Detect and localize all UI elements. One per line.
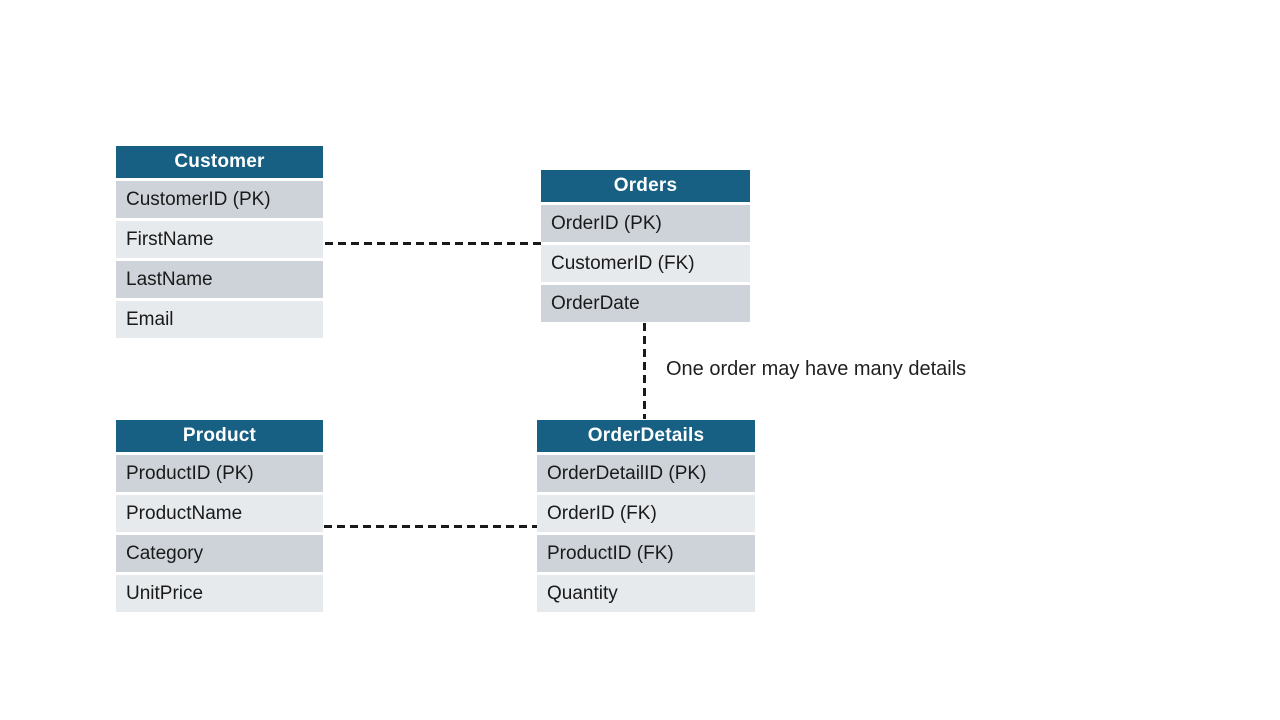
relationship-annotation: One order may have many details xyxy=(666,358,967,380)
connector-orders-orderdetails xyxy=(643,323,646,419)
table-field: ProductID (FK) xyxy=(537,535,755,572)
table-field: ProductName xyxy=(116,495,323,532)
table-field: UnitPrice xyxy=(116,575,323,612)
table-field: LastName xyxy=(116,261,323,298)
table-field: Quantity xyxy=(537,575,755,612)
entity-table-orderdetails: OrderDetails OrderDetailID (PK) OrderID … xyxy=(537,420,755,612)
table-header-orders: Orders xyxy=(541,170,750,202)
table-field: CustomerID (PK) xyxy=(116,181,323,218)
table-header-customer: Customer xyxy=(116,146,323,178)
table-field: OrderID (FK) xyxy=(537,495,755,532)
table-field: FirstName xyxy=(116,221,323,258)
table-field: ProductID (PK) xyxy=(116,455,323,492)
entity-table-customer: Customer CustomerID (PK) FirstName LastN… xyxy=(116,146,323,338)
table-header-orderdetails: OrderDetails xyxy=(537,420,755,452)
connector-product-orderdetails xyxy=(324,525,537,528)
table-header-product: Product xyxy=(116,420,323,452)
table-field: Category xyxy=(116,535,323,572)
table-field: OrderDate xyxy=(541,285,750,322)
connector-customer-orders xyxy=(325,242,541,245)
table-field: Email xyxy=(116,301,323,338)
table-field: CustomerID (FK) xyxy=(541,245,750,282)
table-field: OrderID (PK) xyxy=(541,205,750,242)
table-field: OrderDetailID (PK) xyxy=(537,455,755,492)
entity-table-orders: Orders OrderID (PK) CustomerID (FK) Orde… xyxy=(541,170,750,322)
entity-table-product: Product ProductID (PK) ProductName Categ… xyxy=(116,420,323,612)
